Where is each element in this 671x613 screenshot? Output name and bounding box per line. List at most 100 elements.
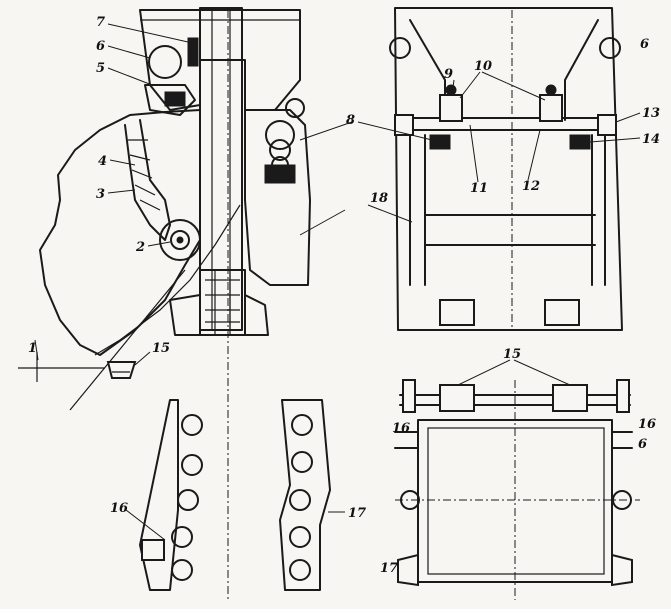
detail-16-hole-2 — [181, 454, 203, 476]
label-17-detail: 17 — [348, 506, 366, 521]
detail-17-hole-3 — [289, 489, 311, 511]
plan-block-15a — [439, 384, 475, 412]
label-12: 12 — [522, 179, 540, 194]
label-11: 11 — [470, 181, 488, 196]
detail-16 — [139, 399, 203, 591]
support-block-15 — [106, 361, 137, 379]
motor-5-block — [164, 91, 186, 107]
detail-17 — [279, 399, 331, 591]
detail-17-hole-2 — [291, 451, 313, 473]
leader-3 — [107, 189, 136, 194]
leader-15c — [134, 351, 151, 366]
leader-2 — [147, 241, 171, 247]
label-1: 1 — [28, 341, 37, 356]
detail-16-hole-5 — [171, 559, 193, 581]
leader-12 — [527, 129, 541, 181]
label-13: 13 — [642, 106, 660, 121]
label-2: 2 — [135, 240, 145, 255]
leader-10a — [459, 71, 481, 99]
bucket-hatch — [128, 139, 161, 211]
axle-end-right — [616, 379, 630, 413]
gear-upper — [265, 120, 295, 150]
leader-15b — [513, 359, 571, 386]
hopper-walls — [409, 19, 599, 121]
detail-16-hole-3 — [177, 489, 199, 511]
pedestal-wing-right — [244, 294, 269, 336]
plan-block-15b — [552, 384, 588, 412]
guide-column — [199, 7, 243, 331]
leader-8a — [299, 121, 353, 141]
label-17-plan: 17 — [380, 561, 398, 576]
motor-5 — [144, 84, 196, 116]
trolley-10-pulley — [545, 84, 557, 96]
detail-16-hole-1 — [181, 414, 203, 436]
wheel-6 — [599, 37, 621, 59]
gear-top — [285, 98, 305, 118]
frame-outline — [394, 7, 623, 331]
leader-10b — [481, 71, 546, 101]
leader-4 — [109, 159, 136, 166]
gear-middle — [269, 139, 291, 161]
side-view — [18, 7, 311, 600]
leader-18b — [299, 209, 346, 236]
label-9: 9 — [444, 67, 453, 82]
plan-guides-top — [394, 431, 633, 449]
leader-5 — [107, 67, 153, 86]
leader-lines — [34, 23, 641, 541]
leader-8b — [357, 121, 433, 141]
pedestal-grid — [205, 270, 240, 335]
label-15-plan: 15 — [503, 347, 521, 362]
bracket-14 — [569, 134, 591, 150]
label-16-plan-right: 16 — [638, 417, 656, 432]
leader-7 — [107, 23, 189, 43]
label-15-side: 15 — [152, 341, 170, 356]
leader-13 — [615, 112, 641, 123]
swing-trajectory — [94, 204, 241, 356]
plan-bracket-17b — [611, 553, 633, 587]
trolley-9-pulley — [445, 84, 457, 96]
plan-frame-inner — [427, 427, 605, 575]
roller-13 — [597, 114, 617, 136]
label-16-plan-left: 16 — [392, 421, 410, 436]
label-4: 4 — [98, 154, 107, 169]
detail-17-hole-4 — [289, 526, 311, 548]
label-10: 10 — [474, 59, 492, 74]
leader-1 — [34, 339, 39, 361]
leader-11 — [469, 124, 479, 183]
wheel-left — [389, 37, 411, 59]
detail-17-hole-1 — [291, 414, 313, 436]
front-view — [389, 7, 623, 331]
detail-17-plate — [279, 399, 331, 591]
label-7: 7 — [96, 15, 105, 30]
leader-15a — [457, 359, 511, 386]
detail-16-hole-4 — [171, 526, 193, 548]
label-6-plan: 6 — [638, 437, 647, 452]
label-6-side: 6 — [96, 39, 105, 54]
label-3: 3 — [96, 187, 105, 202]
sprocket-2-hub — [170, 230, 190, 250]
leader-16-detail — [125, 509, 166, 541]
detail-16-mount — [141, 539, 165, 561]
bracket-8 — [429, 134, 451, 150]
label-16-detail: 16 — [110, 501, 128, 516]
foot-right — [544, 299, 580, 326]
leader-6a — [107, 45, 151, 59]
leader-9 — [451, 79, 455, 96]
sprocket-2 — [159, 219, 201, 261]
motor-6 — [148, 45, 182, 79]
roller-7 — [187, 37, 199, 67]
pedestal-wing-left — [169, 294, 201, 336]
leader-14 — [589, 137, 641, 143]
top-housing — [139, 9, 301, 111]
swing-line — [69, 269, 186, 411]
gear-base — [264, 164, 296, 184]
sprocket-2-center — [176, 236, 184, 244]
trolley-9 — [439, 94, 463, 122]
detail-16-plate — [139, 399, 179, 591]
callout-labels: 1 2 3 4 5 6 7 8 9 10 11 12 13 14 6 15 15… — [28, 15, 660, 576]
axle-end-left — [402, 379, 416, 413]
bucket-lining — [124, 119, 171, 241]
label-8: 8 — [346, 113, 355, 128]
